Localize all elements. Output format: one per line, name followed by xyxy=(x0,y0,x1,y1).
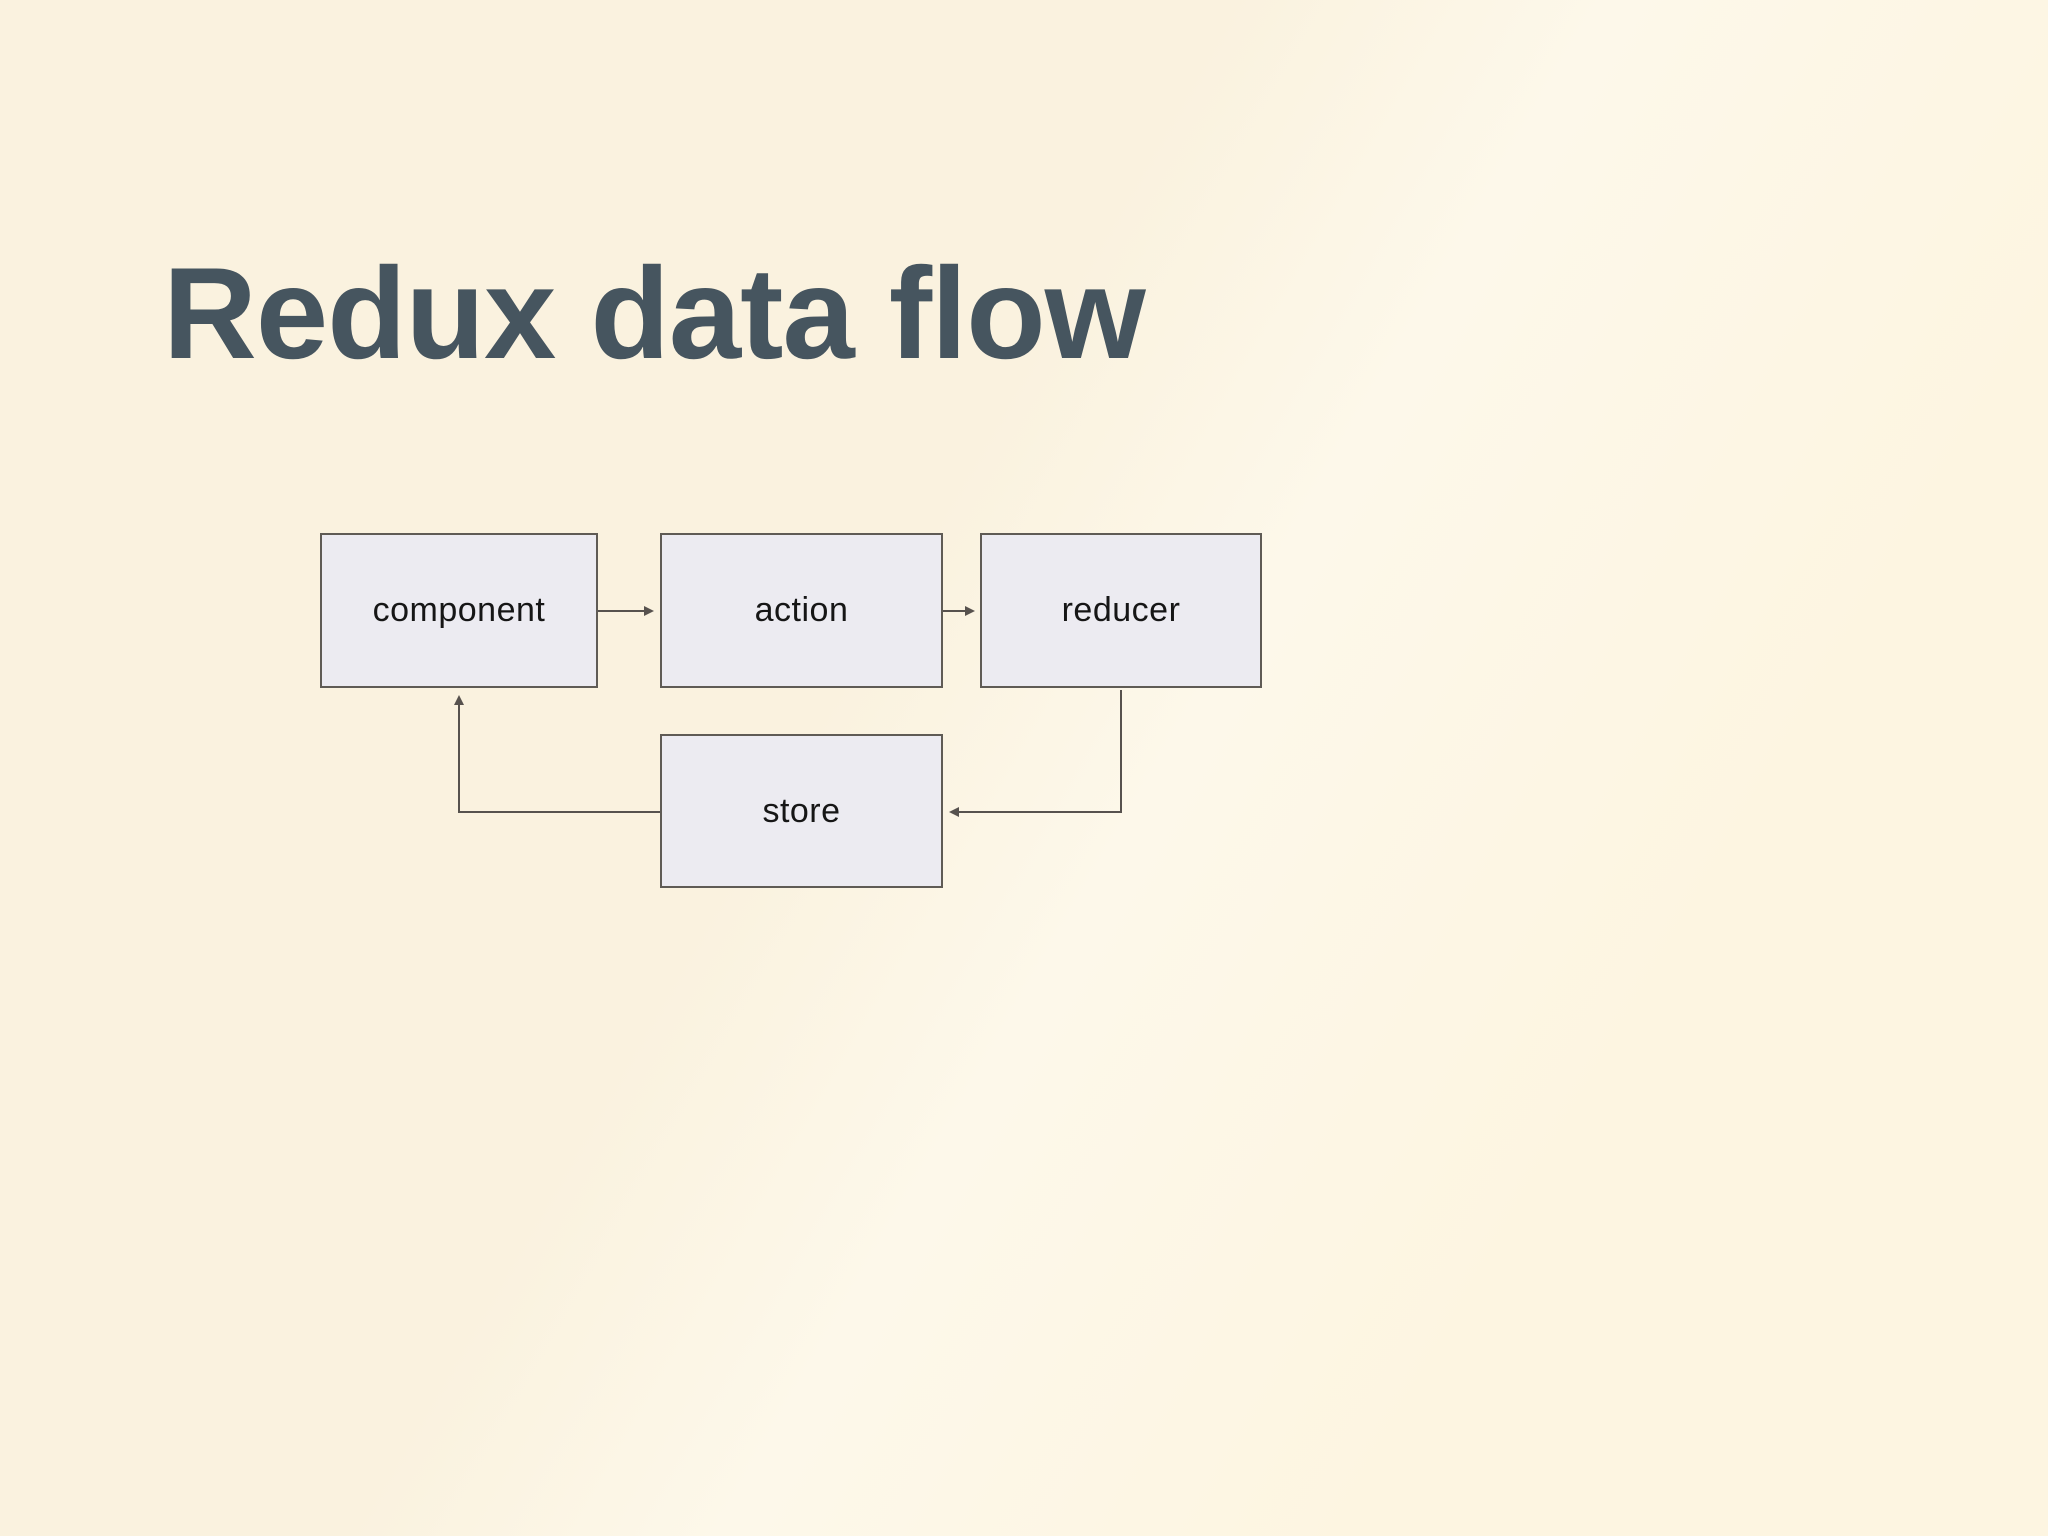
node-reducer: reducer xyxy=(980,533,1262,688)
page-title: Redux data flow xyxy=(163,240,1146,387)
node-component: component xyxy=(320,533,598,688)
node-reducer-label: reducer xyxy=(1061,591,1181,629)
node-action-label: action xyxy=(754,591,849,629)
arrow-store-to-component xyxy=(454,695,660,813)
node-store: store xyxy=(660,734,943,888)
node-action: action xyxy=(660,533,943,688)
arrow-reducer-to-store xyxy=(949,690,1122,817)
node-store-label: store xyxy=(762,791,841,830)
node-component-label: component xyxy=(372,591,546,629)
